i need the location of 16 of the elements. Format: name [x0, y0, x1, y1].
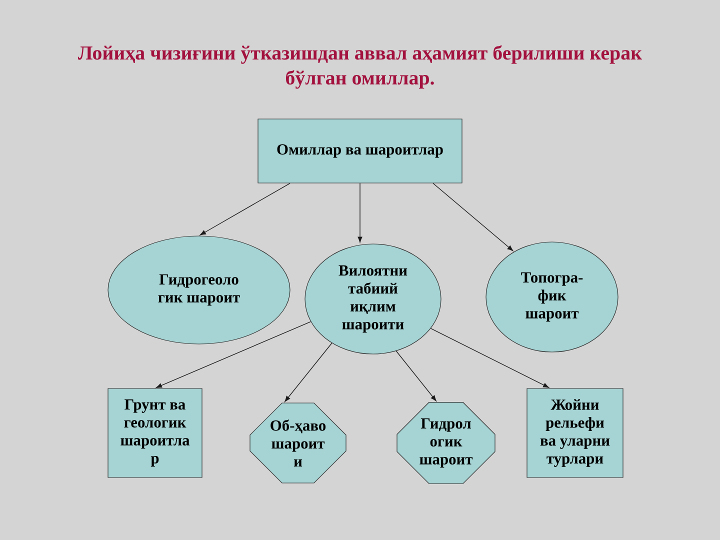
title: Лойиҳа чизиғини ўтказишдан аввал аҳамият берилиши керак бўлган омиллар. — [78, 45, 642, 89]
octagon-node: Гидрол огик шароит — [396, 402, 496, 484]
arrow — [156, 321, 312, 388]
ellipse-node: Вилоятни табиий иқлим шароити — [304, 244, 442, 354]
arrow — [432, 182, 514, 252]
arrow — [430, 328, 549, 388]
process-box: Жойни рельефи ва уларни турлари — [526, 388, 624, 478]
arrow — [358, 182, 362, 243]
arrow — [396, 350, 436, 402]
octagon-node: Об-ҳаво шароит и — [250, 402, 346, 484]
arrow — [284, 342, 332, 402]
ellipse-node: Гидрогеоло гик шароит — [108, 236, 290, 344]
process-box: Омиллар ва шароитлар — [258, 118, 462, 184]
process-box: Грунт ва геологик шароитла р — [108, 388, 202, 478]
ellipse-node: Топогра- фик шароит — [486, 242, 618, 352]
arrow — [200, 182, 290, 236]
